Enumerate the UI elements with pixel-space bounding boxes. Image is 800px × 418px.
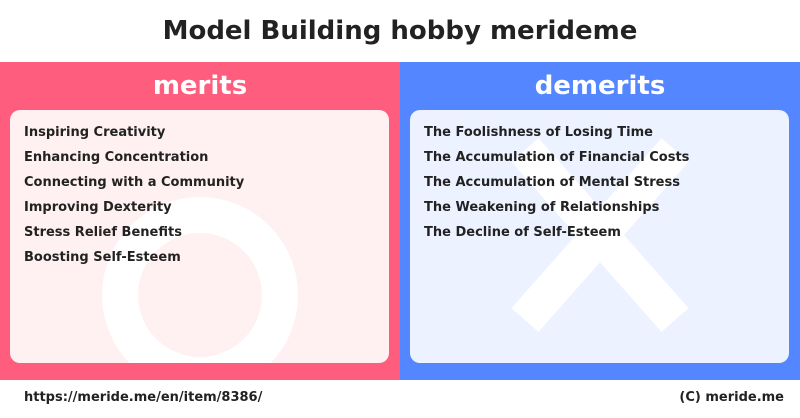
merits-panel: merits Inspiring Creativity Enhancing Co… — [0, 62, 400, 380]
merits-item: Stress Relief Benefits — [24, 225, 182, 240]
demerits-item: The Foolishness of Losing Time — [424, 125, 653, 140]
demerits-card: The Foolishness of Losing Time The Accum… — [410, 110, 789, 363]
circle-icon — [102, 197, 298, 363]
merits-item: Inspiring Creativity — [24, 125, 166, 140]
merits-heading: merits — [152, 71, 248, 101]
merits-item: Improving Dexterity — [24, 200, 172, 215]
demerits-item: The Accumulation of Mental Stress — [424, 175, 680, 190]
demerits-item: The Weakening of Relationships — [424, 200, 660, 215]
source-link[interactable]: https://meride.me/en/item/8386/ — [24, 390, 263, 405]
page-title: Model Building hobby merideme — [162, 16, 638, 46]
merits-item: Connecting with a Community — [24, 175, 245, 190]
merits-item: Enhancing Concentration — [24, 150, 209, 165]
demerits-list: The Foolishness of Losing Time The Accum… — [424, 123, 689, 248]
demerits-heading: demerits — [534, 71, 666, 101]
demerits-item: The Accumulation of Financial Costs — [424, 150, 690, 165]
demerits-panel: demerits The Foolishness of Losing Time … — [400, 62, 800, 380]
merits-card: Inspiring Creativity Enhancing Concentra… — [10, 110, 389, 363]
demerits-item: The Decline of Self-Esteem — [424, 225, 621, 240]
merits-list: Inspiring Creativity Enhancing Concentra… — [24, 123, 244, 273]
cross-icon — [511, 138, 689, 332]
copyright: (C) meride.me — [679, 390, 784, 405]
merits-item: Boosting Self-Esteem — [24, 250, 181, 265]
footer: https://meride.me/en/item/8386/ (C) meri… — [0, 380, 800, 418]
